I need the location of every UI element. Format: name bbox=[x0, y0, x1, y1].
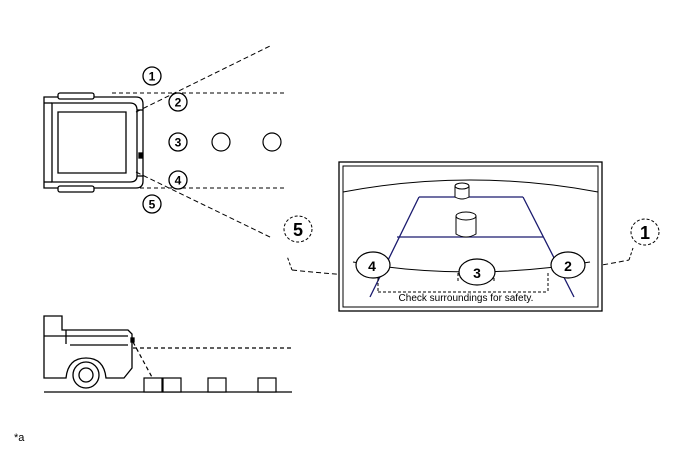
marker-3: 3 bbox=[168, 132, 188, 152]
side-view-blocks bbox=[143, 377, 277, 393]
obstacle-circle bbox=[262, 132, 282, 152]
svg-text:5: 5 bbox=[293, 220, 303, 240]
svg-text:4: 4 bbox=[368, 258, 376, 274]
monitor-marker-3: 3 bbox=[458, 258, 496, 286]
block bbox=[257, 377, 277, 393]
marker-1: 1 bbox=[142, 66, 162, 86]
monitor-obstacles bbox=[454, 182, 477, 238]
bumper-arc bbox=[342, 179, 599, 193]
svg-text:1: 1 bbox=[149, 70, 156, 84]
obstacle-circle bbox=[211, 132, 231, 152]
svg-text:3: 3 bbox=[175, 136, 182, 150]
monitor-caption: Check surroundings for safety. bbox=[399, 293, 534, 304]
monitor-frame-inner bbox=[342, 165, 599, 308]
block bbox=[143, 377, 163, 393]
svg-text:2: 2 bbox=[564, 258, 572, 274]
svg-text:1: 1 bbox=[640, 223, 650, 243]
view-angle-line-upper bbox=[135, 45, 271, 113]
top-view-guide-lines bbox=[112, 45, 286, 239]
monitor-view: 4 3 2 Check surroundings for safety. bbox=[338, 161, 603, 312]
monitor-marker-4: 4 bbox=[355, 251, 391, 279]
arc-tick-right bbox=[628, 247, 634, 261]
marker-5-monitor: 5 bbox=[283, 215, 313, 243]
block bbox=[207, 377, 227, 393]
svg-text:5: 5 bbox=[149, 198, 156, 212]
block bbox=[162, 377, 182, 393]
side-view-angle-line bbox=[132, 341, 161, 393]
monitor-marker-2: 2 bbox=[550, 251, 586, 279]
svg-text:3: 3 bbox=[473, 265, 481, 281]
svg-text:4: 4 bbox=[175, 174, 182, 188]
marker-1-monitor: 1 bbox=[630, 218, 660, 246]
view-angle-line-lower bbox=[135, 171, 273, 239]
arc-tick-left bbox=[286, 255, 293, 271]
marker-5: 5 bbox=[142, 194, 162, 214]
footnote-label: *a bbox=[14, 432, 25, 444]
marker-2: 2 bbox=[168, 92, 188, 112]
marker-4: 4 bbox=[168, 170, 188, 190]
svg-text:2: 2 bbox=[175, 96, 182, 110]
truck-top-view bbox=[43, 92, 144, 193]
truck-side-view bbox=[43, 315, 135, 389]
